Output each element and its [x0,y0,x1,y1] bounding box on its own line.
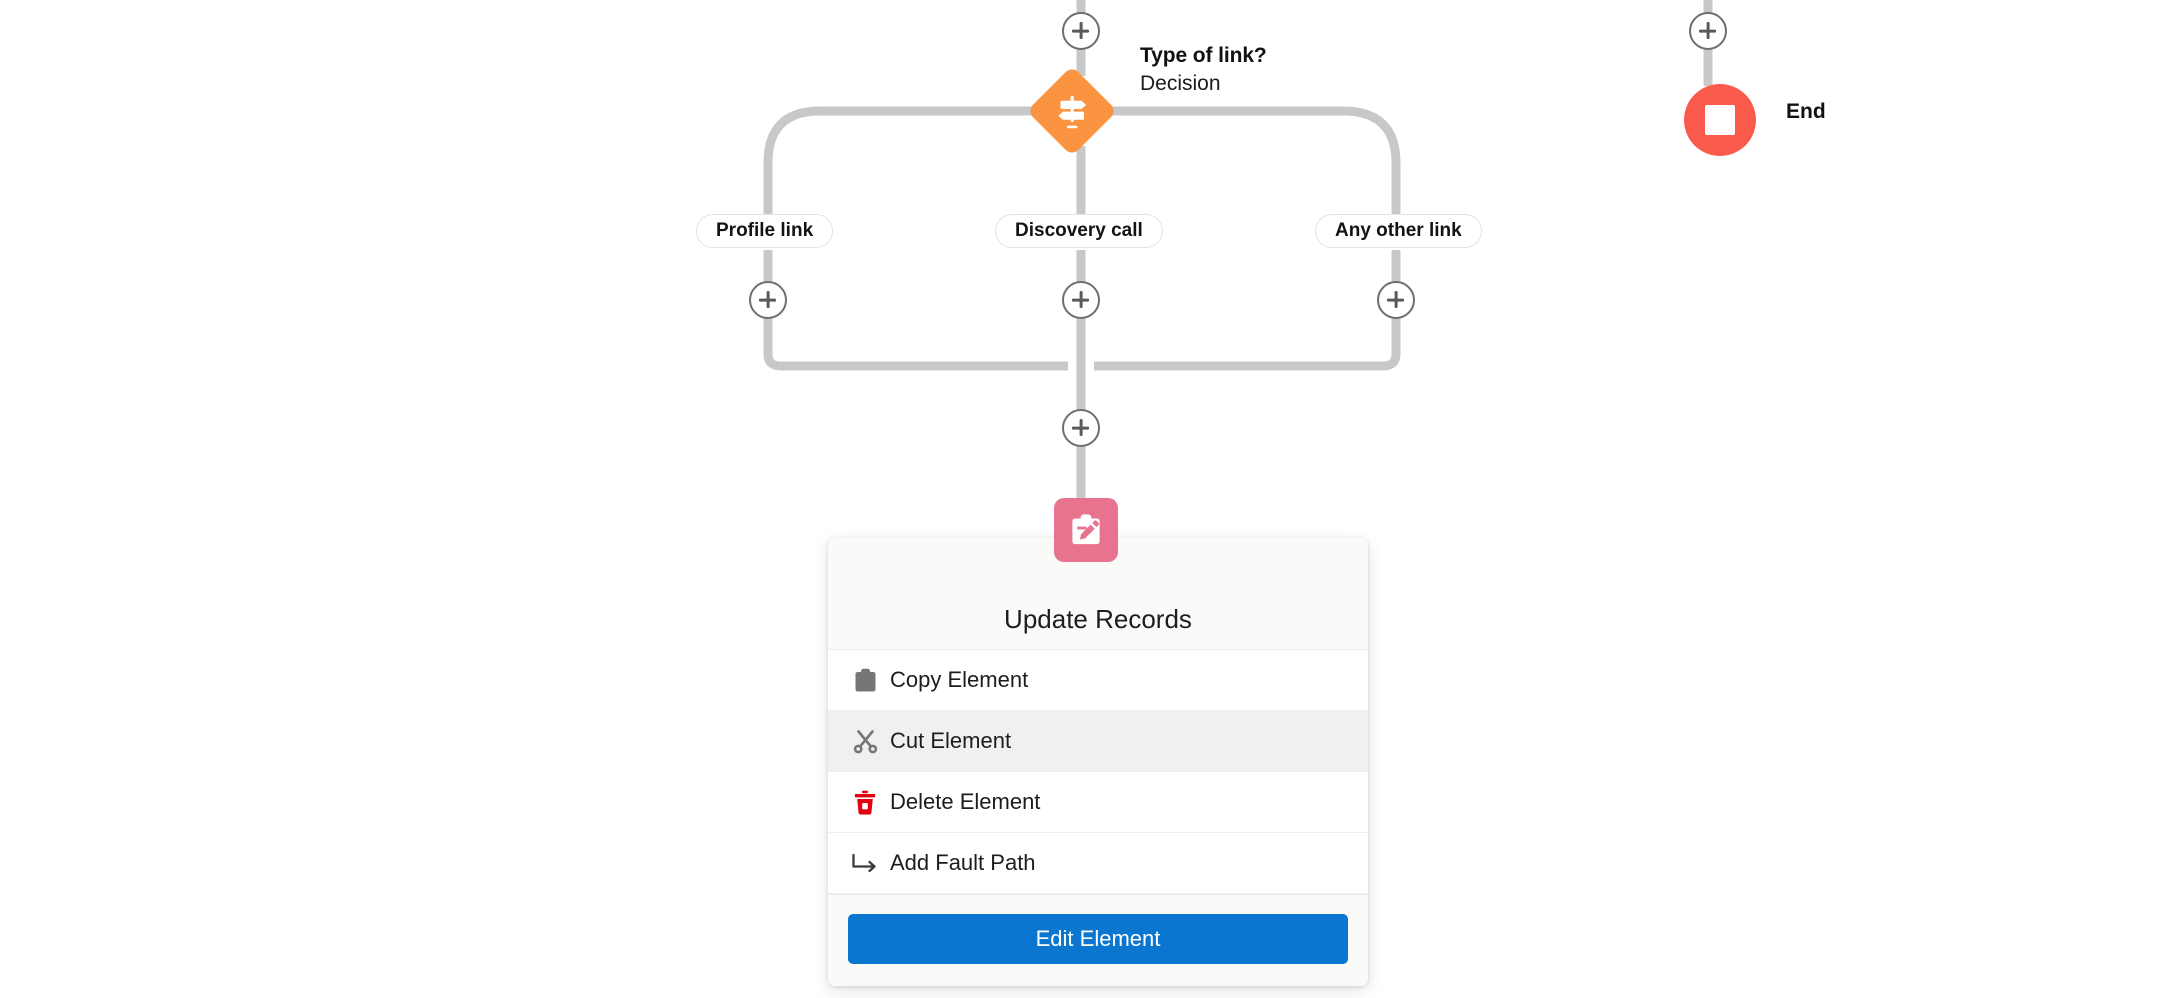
context-menu-footer: Edit Element [828,894,1368,986]
menu-item-delete-element[interactable]: Delete Element [828,772,1368,833]
signpost-icon [1058,96,1087,129]
add-element-button-after-merge[interactable] [1062,409,1100,447]
branch-pill-discovery-call[interactable]: Discovery call [995,214,1163,248]
update-records-node[interactable] [1054,498,1118,562]
connector-merge-right [1094,250,1401,371]
decision-node-title: Type of link? [1140,44,1267,67]
decision-node-label: Type of link? Decision [1140,42,1267,98]
add-element-button-any-other-link[interactable] [1377,281,1415,319]
edit-element-button[interactable]: Edit Element [848,914,1348,964]
clipboard-icon [848,668,882,693]
menu-item-add-fault-path[interactable]: Add Fault Path [828,833,1368,894]
connector-branch-left [763,106,1032,214]
connector-branch-right [1112,106,1401,214]
menu-item-copy-element[interactable]: Copy Element [828,650,1368,711]
add-element-button-above-decision[interactable] [1062,12,1100,50]
decision-node[interactable] [1026,65,1118,157]
context-menu-title: Update Records [1004,604,1192,634]
arrow-turn-icon [848,852,882,874]
menu-item-label: Add Fault Path [890,850,1036,875]
menu-item-cut-element[interactable]: Cut Element [828,711,1368,772]
add-element-button-profile-link[interactable] [749,281,787,319]
add-element-button-before-end[interactable] [1689,12,1727,50]
branch-pill-profile-link[interactable]: Profile link [696,214,834,248]
menu-item-label: Delete Element [890,789,1041,814]
trash-icon [848,790,882,815]
end-node[interactable] [1684,84,1756,156]
add-element-button-discovery-call[interactable] [1062,281,1100,319]
element-context-menu[interactable]: Update Records Copy Element Cut Elem [828,538,1368,986]
scissors-icon [848,729,882,754]
stop-square-icon [1705,105,1735,135]
menu-item-label: Cut Element [890,728,1012,753]
decision-node-subtitle: Decision [1140,72,1221,95]
menu-item-label: Copy Element [890,667,1029,692]
end-node-label: End [1786,100,1826,123]
branch-pill-any-other-link[interactable]: Any other link [1315,214,1482,248]
clipboard-pencil-icon [1072,514,1100,545]
connector-merge-left [763,250,1068,371]
